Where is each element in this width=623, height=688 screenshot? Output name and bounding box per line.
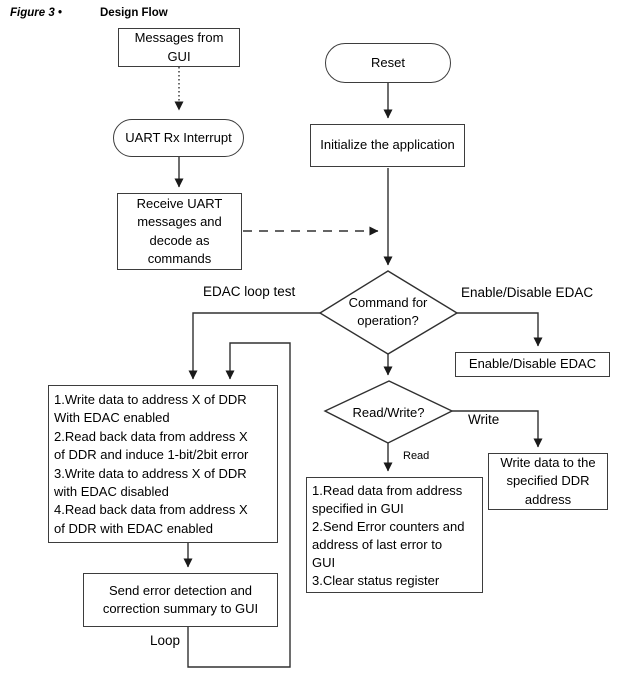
diamond-command-label: Command for operation? (348, 295, 428, 328)
diamond-command-shape (318, 270, 459, 355)
edge-command-edac-loop (188, 312, 322, 380)
node-edac-loop-steps: 1.Write data to address X of DDR With ED… (48, 385, 278, 543)
node-messages-from-gui: Messages from GUI (118, 28, 240, 67)
edge-readwrite-write (452, 410, 543, 448)
node-receive-uart: Receive UART messages and decode as comm… (117, 193, 242, 270)
label-loop: Loop (150, 633, 181, 648)
node-send-summary: Send error detection and correction summ… (83, 573, 278, 627)
figure-label: Figure 3 • (10, 7, 62, 19)
label-enable-disable-edac: Enable/Disable EDAC (461, 285, 594, 300)
diamond-readwrite-shape (323, 380, 454, 444)
edge-send-loop-back (187, 342, 291, 668)
node-enable-disable-edac: Enable/Disable EDAC (455, 352, 610, 377)
node-initialize-application: Initialize the application (310, 124, 465, 167)
edge-command-enable-disable (457, 312, 543, 347)
label-write: Write (468, 412, 500, 427)
figure-caption: Figure 3 • Design Flow (0, 7, 623, 23)
label-read: Read (403, 450, 430, 462)
node-write-ddr-address: Write data to the specified DDR address (488, 453, 608, 510)
node-read-steps: 1.Read data from address specified in GU… (306, 477, 483, 593)
figure-title: Design Flow (100, 7, 168, 19)
node-reset: Reset (325, 43, 451, 83)
diamond-readwrite-label: Read/Write? (352, 405, 425, 420)
label-edac-loop-test: EDAC loop test (203, 284, 296, 299)
node-uart-rx-interrupt: UART Rx Interrupt (113, 119, 244, 157)
